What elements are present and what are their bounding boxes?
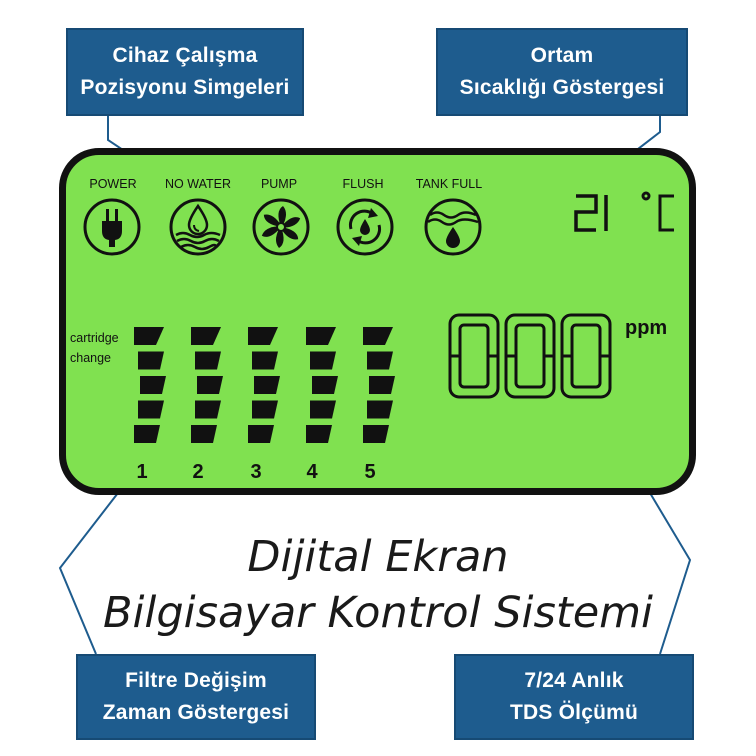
cartridge-segment-1-5 (134, 425, 160, 443)
cartridge-segment-1-2 (138, 351, 164, 370)
callout-line: Cihaz Çalışma (112, 44, 258, 67)
callout-line: Pozisyonu Simgeleri (80, 76, 290, 99)
callout-line: Ortam (530, 44, 594, 67)
cartridge-segment-4-3 (312, 376, 338, 394)
plug-icon (83, 198, 141, 256)
cartridge-segment-5-4 (367, 400, 393, 419)
icon-label-pump: PUMP (260, 177, 298, 191)
icon-label-no-water: NO WATER (165, 177, 231, 191)
cartridge-segment-2-2 (195, 351, 221, 370)
cartridge-segment-3-4 (252, 400, 278, 419)
callout-line: TDS Ölçümü (509, 701, 638, 724)
cartridge-segment-4-4 (310, 400, 336, 419)
slot-number-2: 2 (192, 461, 204, 483)
cartridge-segment-5-2 (367, 351, 393, 370)
icon-label-power: POWER (89, 177, 137, 191)
callout-line: Sıcaklığı Göstergesi (459, 76, 665, 99)
cartridge-segment-1-1 (134, 327, 164, 345)
tank-full-icon (424, 198, 482, 256)
cartridge-segment-2-3 (197, 376, 223, 394)
fan-icon (252, 198, 310, 256)
slot-number-1: 1 (136, 461, 148, 483)
callout-device-status-icons: Cihaz Çalışma Pozisyonu Simgeleri (66, 28, 304, 116)
callout-filter-change-time: Filtre Değişim Zaman Göstergesi (76, 654, 316, 740)
cartridge-segment-4-1 (306, 327, 336, 345)
callout-line: Filtre Değişim (125, 669, 267, 692)
caption-line-1: Dijital Ekran (247, 532, 509, 582)
tds-readout (448, 313, 612, 399)
cartridge-segment-1-4 (138, 400, 164, 419)
recycle-icon (336, 198, 394, 256)
cartridge-segment-5-5 (363, 425, 389, 443)
tds-digit-1 (448, 313, 500, 399)
cartridge-segment-3-2 (252, 351, 278, 370)
tds-unit: ppm (625, 317, 668, 339)
tds-digit-2 (504, 313, 556, 399)
temperature-unit (641, 191, 674, 232)
water-drop-icon (169, 198, 227, 256)
cartridge-segment-2-1 (191, 327, 221, 345)
temperature-digits (574, 194, 608, 232)
cartridge-label-line1: cartridge (70, 331, 119, 345)
cartridge-segment-1-3 (140, 376, 166, 394)
cartridge-segment-2-4 (195, 400, 221, 419)
cartridge-label-line2: change (70, 351, 112, 365)
cartridge-segment-4-5 (306, 425, 332, 443)
lcd-display: POWER NO WATER PUMP FLUSH TANK FULL (59, 148, 696, 495)
slot-number-3: 3 (250, 461, 262, 483)
cartridge-segment-3-1 (248, 327, 278, 345)
icon-label-flush: FLUSH (342, 177, 384, 191)
cartridge-segment-3-3 (254, 376, 280, 394)
slot-number-4: 4 (306, 461, 318, 483)
cartridge-segment-2-5 (191, 425, 217, 443)
caption-line-2: Bilgisayar Kontrol Sistemi (102, 588, 653, 638)
cartridge-segment-5-1 (363, 327, 393, 345)
cartridge-segment-4-2 (310, 351, 336, 370)
slot-number-5: 5 (364, 461, 376, 483)
callout-line: Zaman Göstergesi (102, 701, 290, 724)
callout-ambient-temperature: Ortam Sıcaklığı Göstergesi (436, 28, 688, 116)
cartridge-segment-5-3 (369, 376, 395, 394)
tds-digit-3 (560, 313, 612, 399)
callout-line: 7/24 Anlık (524, 669, 624, 692)
cartridge-bars (134, 327, 395, 443)
cartridge-segment-3-5 (248, 425, 274, 443)
callout-tds-measurement: 7/24 Anlık TDS Ölçümü (454, 654, 694, 740)
icon-label-tank-full: TANK FULL (415, 177, 483, 191)
temperature-readout (574, 191, 674, 232)
